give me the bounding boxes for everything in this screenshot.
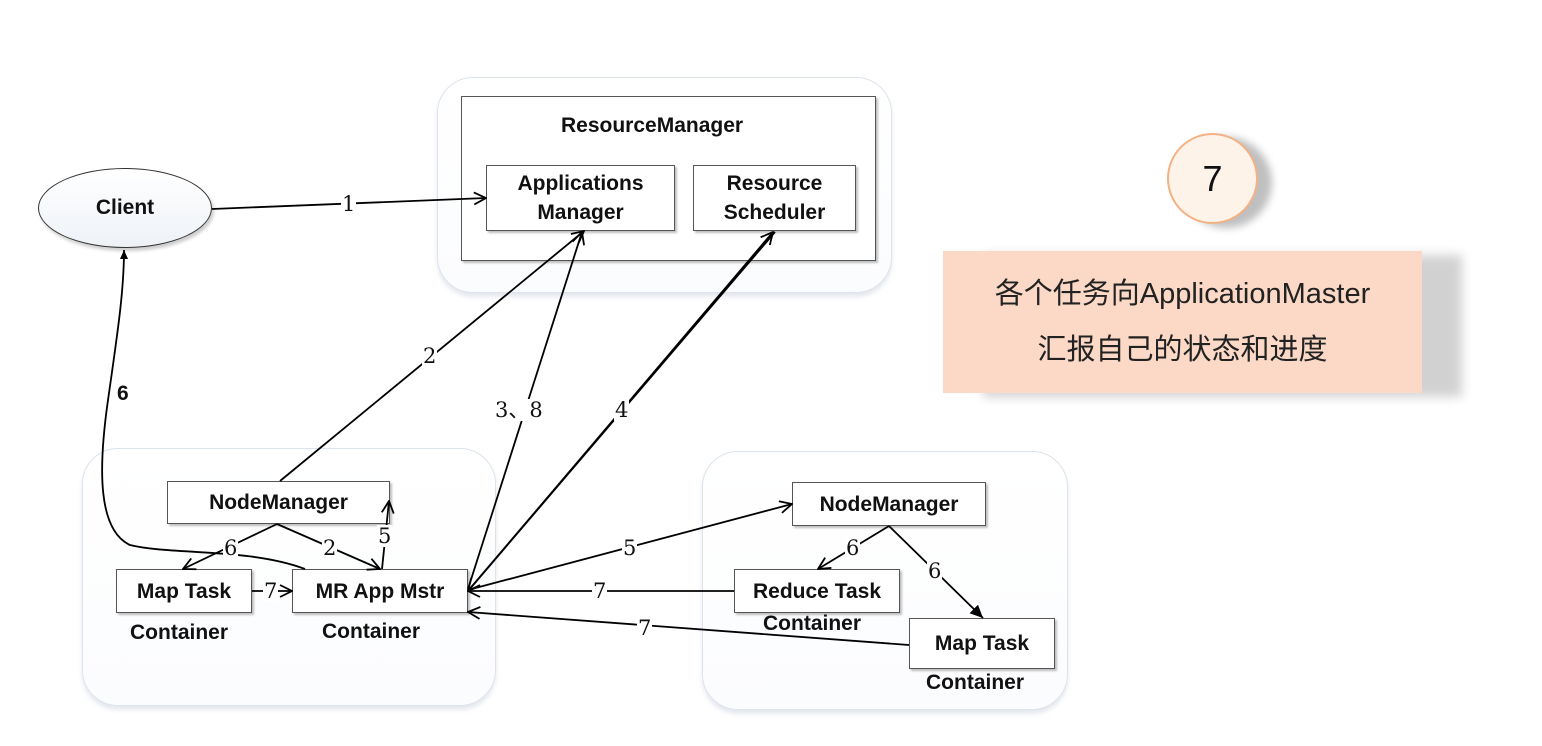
resource-scheduler-line1: Resource	[726, 172, 823, 195]
node-manager-left: NodeManager	[167, 481, 390, 524]
label-nm-to-am: 2	[422, 344, 438, 368]
client-node: Client	[38, 168, 212, 248]
applications-manager-line2: Manager	[537, 201, 624, 224]
label-map-right-to-mr: 7	[637, 616, 653, 640]
label-nm-right-to-reduce: 6	[845, 536, 861, 560]
container-map-left-label: Container	[130, 621, 229, 644]
label-mr-to-am: 3、8	[494, 398, 544, 422]
step-description-note: 各个任务向ApplicationMaster 汇报自己的状态和进度	[943, 251, 1422, 393]
label-mr-to-nm-right: 5	[622, 536, 638, 560]
label-map-to-mr: 7	[263, 579, 279, 603]
resource-scheduler-box: Resource Scheduler	[693, 165, 856, 231]
label-nm-to-mr: 2	[322, 536, 338, 560]
resource-scheduler-line2: Scheduler	[723, 201, 826, 224]
edge-map-right-to-mr	[468, 612, 910, 646]
container-reduce-label: Container	[763, 612, 862, 635]
label-mr-to-rs: 4	[614, 398, 630, 422]
label-mr-to-nm: 5	[377, 524, 393, 548]
applications-manager-line1: Applications	[517, 172, 644, 195]
note-line-2: 汇报自己的状态和进度	[1037, 334, 1328, 366]
edge-mr-to-client	[101, 249, 306, 570]
label-mr-to-client: 6	[117, 382, 129, 405]
reduce-task: Reduce Task	[734, 569, 900, 613]
container-map-right-label: Container	[926, 671, 1025, 694]
step-number-badge: 7	[1167, 133, 1258, 224]
node-manager-right: NodeManager	[792, 482, 986, 526]
mr-app-mstr: MR App Mstr	[292, 569, 468, 613]
label-nm-to-map: 6	[223, 536, 239, 560]
label-client-to-am: 1	[341, 192, 357, 216]
resource-manager-title: ResourceManager	[561, 114, 744, 137]
note-line-1: 各个任务向ApplicationMaster	[994, 278, 1371, 310]
label-nm-right-to-map: 6	[927, 559, 943, 583]
label-reduce-to-mr: 7	[592, 579, 608, 603]
container-mr-app-label: Container	[322, 620, 421, 643]
map-task-right: Map Task	[909, 618, 1055, 669]
